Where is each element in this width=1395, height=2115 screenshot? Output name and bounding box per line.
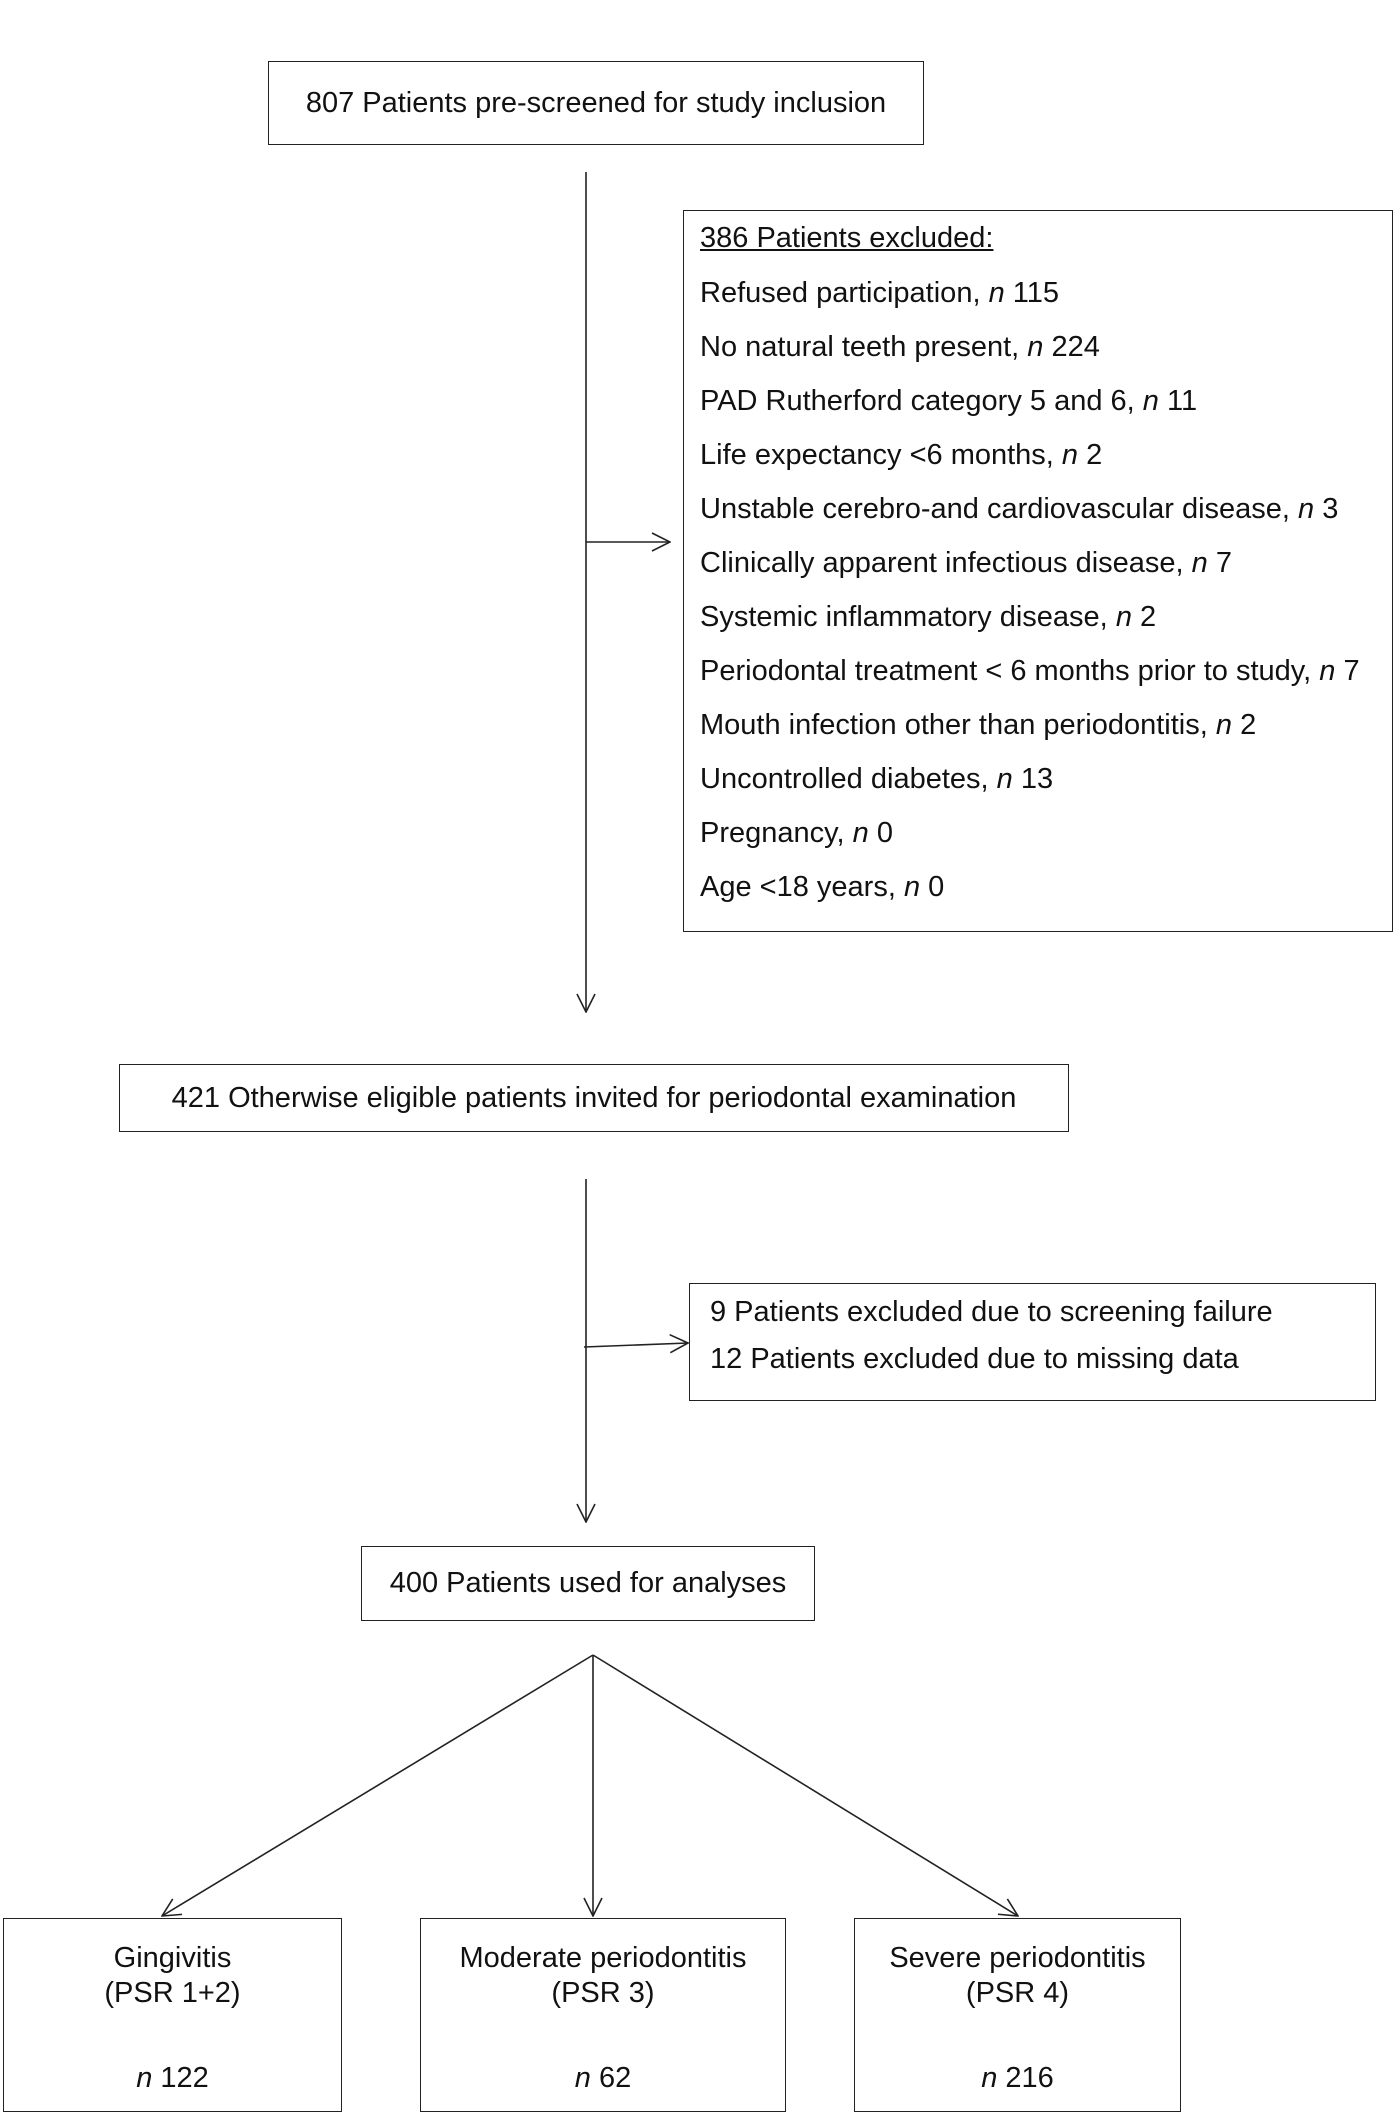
exclusion-reason-count: 7 bbox=[1215, 546, 1233, 579]
exclusion-box-1: 386 Patients excluded: Refused participa… bbox=[683, 210, 1393, 932]
n-symbol: n bbox=[574, 2061, 591, 2094]
exclusion-reason-count: 2 bbox=[1086, 438, 1103, 471]
exclusion-reason: Life expectancy <6 months, n 2 bbox=[700, 438, 1392, 492]
exclusion-reason-count: 0 bbox=[876, 816, 893, 849]
exclusion-reason-label: Periodontal treatment < 6 months prior t… bbox=[700, 654, 1312, 687]
n-symbol: n bbox=[1319, 654, 1336, 687]
group-n-value: 216 bbox=[1005, 2061, 1054, 2094]
eligible-text: 421 Otherwise eligible patients invited … bbox=[171, 1081, 1017, 1114]
exclusion-reason-count: 3 bbox=[1322, 492, 1339, 525]
n-symbol: n bbox=[1061, 438, 1079, 471]
n-symbol: n bbox=[1298, 492, 1315, 525]
exclusion-2-line: 9 Patients excluded due to screening fai… bbox=[710, 1296, 1273, 1328]
exclusion-reason-count: 11 bbox=[1166, 384, 1198, 417]
group-name: Gingivitis bbox=[113, 1942, 232, 1974]
exclusion-reason-label: Clinically apparent infectious disease, bbox=[700, 546, 1184, 579]
exclusion-heading: 386 Patients excluded: bbox=[700, 222, 994, 254]
group-psr: (PSR 3) bbox=[551, 1976, 655, 2009]
exclusion-reason-label: Systemic inflammatory disease, bbox=[700, 600, 1108, 633]
exclusion-2-line: 12 Patients excluded due to missing data bbox=[710, 1343, 1239, 1375]
exclusion-reason-label: Pregnancy, bbox=[700, 816, 845, 849]
group-box-moderate: Moderate periodontitis (PSR 3) n 62 bbox=[420, 1918, 786, 2112]
exclusion-box-2: 9 Patients excluded due to screening fai… bbox=[689, 1283, 1376, 1401]
exclusion-reason-label: Refused participation, bbox=[700, 276, 981, 309]
exclusion-reason: Periodontal treatment < 6 months prior t… bbox=[700, 654, 1392, 708]
group-name: Severe periodontitis bbox=[889, 1942, 1146, 1974]
exclusion-reason-count: 7 bbox=[1343, 654, 1360, 687]
n-symbol: n bbox=[988, 276, 1005, 309]
n-symbol: n bbox=[903, 870, 921, 903]
exclusion-reason-count: 0 bbox=[928, 870, 945, 903]
group-n-value: 62 bbox=[598, 2061, 632, 2094]
exclusion-reason: Mouth infection other than periodontitis… bbox=[700, 708, 1392, 762]
group-psr: (PSR 1+2) bbox=[104, 1976, 241, 2009]
exclusion-reason-count: 13 bbox=[1020, 762, 1054, 795]
group-count: n 62 bbox=[421, 2061, 785, 2096]
exclusion-reason: Systemic inflammatory disease, n 2 bbox=[700, 600, 1392, 654]
n-symbol: n bbox=[996, 762, 1013, 795]
n-symbol: n bbox=[1115, 600, 1132, 633]
exclusion-reason: Unstable cerebro-and cardiovascular dise… bbox=[700, 492, 1392, 546]
exclusion-reason-label: Uncontrolled diabetes, bbox=[700, 762, 989, 795]
arrow-to-exclusion-2 bbox=[583, 1343, 688, 1347]
group-box-severe: Severe periodontitis (PSR 4) n 216 bbox=[854, 1918, 1181, 2112]
eligible-box: 421 Otherwise eligible patients invited … bbox=[119, 1064, 1069, 1132]
exclusion-reason: Refused participation, n 115 bbox=[700, 276, 1392, 330]
prescreened-text: 807 Patients pre-screened for study incl… bbox=[305, 86, 887, 119]
group-psr: (PSR 4) bbox=[965, 1976, 1070, 2009]
exclusion-reason-label: Mouth infection other than periodontitis… bbox=[700, 708, 1208, 741]
exclusion-reason: PAD Rutherford category 5 and 6, n 11 bbox=[700, 384, 1392, 438]
group-name: Moderate periodontitis bbox=[459, 1942, 747, 1974]
exclusion-reason-label: Unstable cerebro-and cardiovascular dise… bbox=[700, 492, 1290, 525]
n-symbol: n bbox=[136, 2061, 153, 2094]
prescreened-box: 807 Patients pre-screened for study incl… bbox=[268, 61, 924, 145]
exclusion-reason-count: 2 bbox=[1140, 600, 1157, 633]
group-n-value: 122 bbox=[160, 2061, 209, 2094]
arrow-to-severe bbox=[592, 1654, 1018, 1916]
n-symbol: n bbox=[1215, 708, 1233, 741]
exclusion-reason-label: No natural teeth present, bbox=[700, 330, 1020, 363]
n-symbol: n bbox=[1191, 546, 1208, 579]
n-symbol: n bbox=[1142, 384, 1159, 417]
exclusion-reason-label: Life expectancy <6 months, bbox=[700, 438, 1054, 471]
exclusion-reason-label: Age <18 years, bbox=[700, 870, 896, 903]
group-count: n 122 bbox=[4, 2061, 341, 2096]
group-count: n 216 bbox=[855, 2061, 1180, 2096]
exclusion-reason: No natural teeth present, n 224 bbox=[700, 330, 1392, 384]
exclusion-reason-label: PAD Rutherford category 5 and 6, bbox=[700, 384, 1135, 417]
exclusion-reason-count: 224 bbox=[1051, 330, 1100, 363]
group-box-gingivitis: Gingivitis (PSR 1+2) n 122 bbox=[3, 1918, 342, 2112]
exclusion-reason: Uncontrolled diabetes, n 13 bbox=[700, 762, 1392, 816]
arrow-to-gingivitis bbox=[162, 1654, 594, 1916]
exclusion-reason: Clinically apparent infectious disease, … bbox=[700, 546, 1392, 600]
n-symbol: n bbox=[1027, 330, 1044, 363]
n-symbol: n bbox=[981, 2061, 998, 2094]
exclusion-reason: Age <18 years, n 0 bbox=[700, 870, 1392, 924]
exclusion-reason-count: 115 bbox=[1012, 276, 1059, 309]
analyses-box: 400 Patients used for analyses bbox=[361, 1546, 815, 1621]
analyses-text: 400 Patients used for analyses bbox=[389, 1567, 787, 1600]
exclusion-reason-count: 2 bbox=[1240, 708, 1257, 741]
exclusion-reason: Pregnancy, n 0 bbox=[700, 816, 1392, 870]
n-symbol: n bbox=[852, 816, 869, 849]
